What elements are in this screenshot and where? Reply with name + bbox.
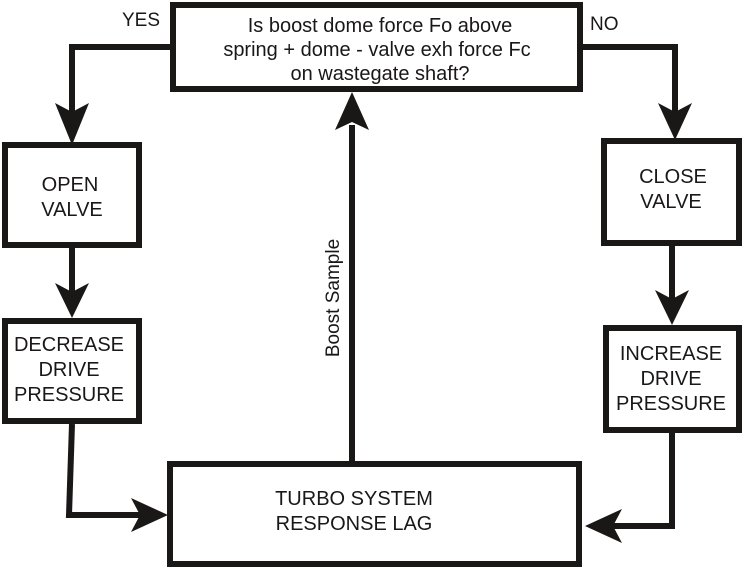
decrease-line-2: DRIVE (38, 359, 99, 381)
decrease-line-1: DECREASE (14, 334, 124, 356)
decision-text: Is boost dome force Fo above spring + do… (223, 15, 530, 85)
decision-line-2: spring + dome - valve exh force Fc (223, 39, 530, 61)
arrowhead-increase-to-turbo (585, 509, 622, 543)
turbo-lag-line-2: RESPONSE LAG (276, 513, 433, 535)
close-valve-box (601, 138, 742, 246)
arrowhead-boost-sample (335, 92, 369, 130)
close-valve-line-1: CLOSE (639, 166, 707, 188)
boost-sample-label: Boost Sample (323, 239, 344, 357)
open-valve-box (2, 142, 142, 248)
decrease-line-3: PRESSURE (14, 384, 124, 406)
edge-decrease-to-turbo-line (65, 423, 143, 518)
arrowhead-no (658, 103, 692, 140)
decrease-pressure-box (2, 318, 142, 424)
arrowhead-decrease-to-turbo (131, 498, 168, 532)
increase-line-2: DRIVE (640, 368, 701, 390)
increase-line-1: INCREASE (620, 343, 722, 365)
decision-box (170, 2, 583, 92)
yes-label: YES (122, 10, 160, 31)
turbo-lag-line-1: TURBO SYSTEM (275, 488, 433, 510)
open-valve-line-1: OPEN (42, 174, 99, 196)
decision-line-1: Is boost dome force Fo above (248, 15, 513, 37)
open-valve-line-2: VALVE (41, 199, 103, 221)
arrowhead-open-to-decrease (55, 283, 89, 318)
arrowhead-close-to-increase (655, 290, 689, 325)
decision-line-3: on wastegate shaft? (290, 63, 469, 85)
edge-increase-to-turbo-line (610, 433, 675, 529)
edge-yes-line (69, 44, 172, 118)
increase-pressure-box (603, 325, 742, 433)
edge-no-line (580, 44, 678, 115)
no-label: NO (590, 14, 619, 35)
close-valve-line-2: VALVE (640, 191, 702, 213)
arrowhead-yes (55, 103, 89, 145)
increase-line-3: PRESSURE (616, 393, 726, 415)
turbo-lag-box (167, 461, 582, 567)
